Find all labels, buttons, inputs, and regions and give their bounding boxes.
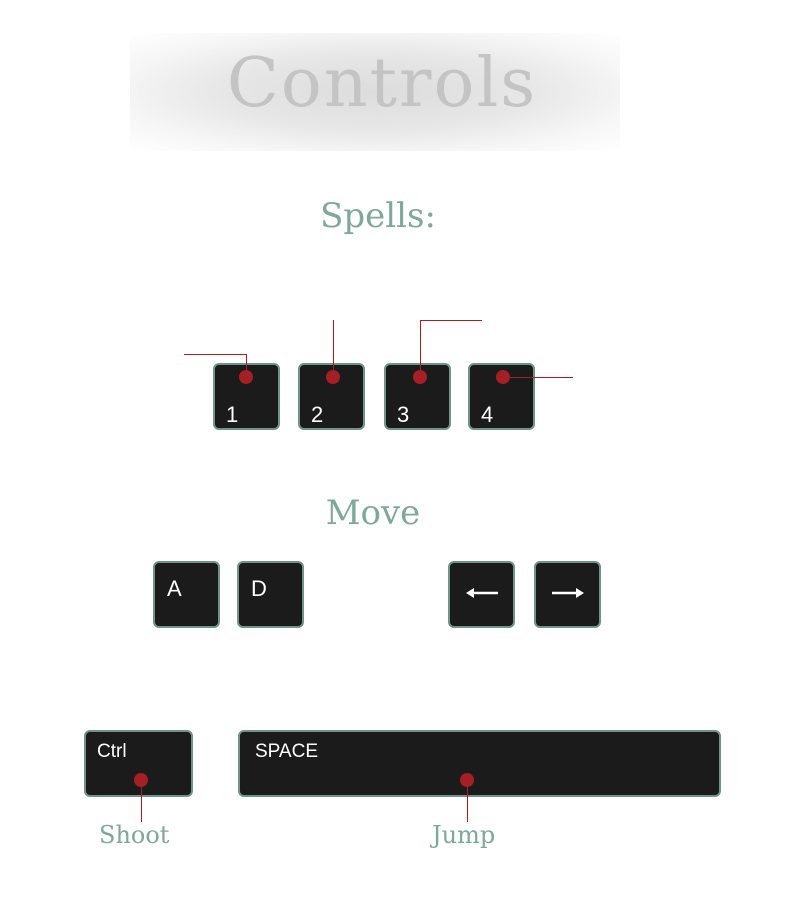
right-arrow-icon (552, 588, 584, 598)
spell-3-leader-line (420, 320, 482, 321)
move-heading: Move (325, 493, 421, 533)
jump-leader-line (467, 780, 468, 822)
spell-1-leader-line (246, 354, 247, 377)
key-label: 3 (397, 402, 410, 427)
key-space[interactable]: SPACE (238, 730, 721, 797)
title-banner (130, 33, 620, 151)
spells-heading: Spells: (320, 196, 436, 236)
key-label: 2 (311, 402, 324, 427)
key-a[interactable]: A (153, 561, 220, 628)
left-arrow-icon (466, 588, 498, 598)
key-label: A (167, 576, 182, 601)
spell-3-marker (413, 370, 427, 384)
key-label: Ctrl (97, 741, 127, 762)
key-label: 1 (226, 402, 239, 427)
spell-2-marker (326, 370, 340, 384)
shoot-leader-line (141, 780, 142, 822)
spell-4-leader-line (503, 377, 573, 378)
key-label: 4 (481, 402, 494, 427)
jump-caption: Jump (432, 821, 496, 849)
key-ctrl[interactable]: Ctrl (84, 730, 193, 797)
key-label: D (251, 576, 267, 601)
key-left-arrow[interactable] (448, 561, 515, 628)
key-d[interactable]: D (237, 561, 304, 628)
spell-4-marker (496, 370, 510, 384)
page-title: Controls (226, 44, 538, 123)
shoot-caption: Shoot (99, 821, 170, 849)
spell-key-4[interactable]: 4 (468, 363, 535, 430)
key-label: SPACE (255, 741, 319, 762)
spell-3-leader-line (420, 320, 421, 377)
spell-1-leader-line (184, 354, 247, 355)
spell-1-marker (239, 370, 253, 384)
key-right-arrow[interactable] (534, 561, 601, 628)
spell-2-leader-line (333, 320, 334, 377)
